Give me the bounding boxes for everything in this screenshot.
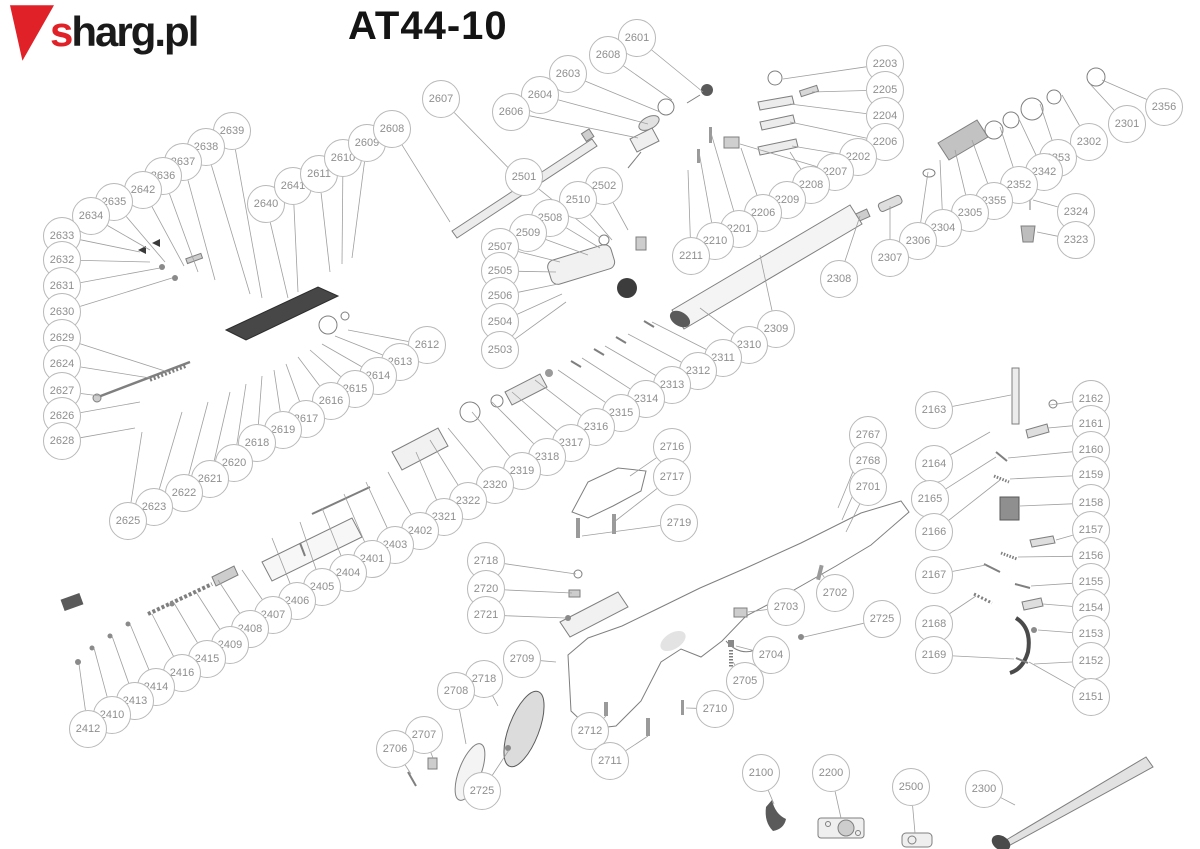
part-callout-2500[interactable]: 2500 [892,768,930,806]
part-callout-2306[interactable]: 2306 [899,222,937,260]
part-callout-2721[interactable]: 2721 [467,596,505,634]
part-callout-2701[interactable]: 2701 [849,468,887,506]
part-callout-2151[interactable]: 2151 [1072,678,1110,716]
part-callout-2725[interactable]: 2725 [463,772,501,810]
part-callout-2200[interactable]: 2200 [812,754,850,792]
part-callout-2166[interactable]: 2166 [915,513,953,551]
part-callout-2356[interactable]: 2356 [1145,88,1183,126]
part-callout-2703[interactable]: 2703 [767,588,805,626]
part-callout-2318[interactable]: 2318 [528,438,566,476]
part-callout-2100[interactable]: 2100 [742,754,780,792]
part-callout-2711[interactable]: 2711 [591,742,629,780]
part-callout-2601[interactable]: 2601 [618,19,656,57]
part-callout-2300[interactable]: 2300 [965,770,1003,808]
part-callout-2608[interactable]: 2608 [373,110,411,148]
logo-rest: harg.pl [71,8,199,55]
logo-text: sharg.pl [50,4,199,60]
part-callout-2165[interactable]: 2165 [911,480,949,518]
part-callout-2301[interactable]: 2301 [1108,105,1146,143]
sharg-logo[interactable]: sharg.pl [10,4,199,62]
logo-s: s [50,8,73,55]
part-callout-2412[interactable]: 2412 [69,710,107,748]
diagram-title: AT44-10 [348,4,508,48]
part-callout-2638[interactable]: 2638 [187,128,225,166]
part-callout-2719[interactable]: 2719 [660,504,698,542]
part-callout-2708[interactable]: 2708 [437,672,475,710]
part-callout-2401[interactable]: 2401 [353,540,391,578]
part-callout-2211[interactable]: 2211 [672,237,710,275]
part-callout-2169[interactable]: 2169 [915,636,953,674]
part-callout-2608[interactable]: 2608 [589,36,627,74]
parts-sketch [60,67,1154,849]
part-callout-2167[interactable]: 2167 [915,556,953,594]
part-callout-2725[interactable]: 2725 [863,600,901,638]
part-callout-2308[interactable]: 2308 [820,260,858,298]
part-callout-2503[interactable]: 2503 [481,331,519,369]
part-callout-2717[interactable]: 2717 [653,458,691,496]
part-callout-2618[interactable]: 2618 [238,424,276,462]
part-callout-2625[interactable]: 2625 [109,502,147,540]
part-callout-2709[interactable]: 2709 [503,640,541,678]
part-callout-2628[interactable]: 2628 [43,422,81,460]
part-callout-2710[interactable]: 2710 [696,690,734,728]
part-callout-2307[interactable]: 2307 [871,239,909,277]
part-callout-2163[interactable]: 2163 [915,391,953,429]
leader-lines [78,49,1147,834]
part-callout-2606[interactable]: 2606 [492,93,530,131]
part-callout-2312[interactable]: 2312 [679,352,717,390]
part-callout-2706[interactable]: 2706 [376,730,414,768]
part-callout-2501[interactable]: 2501 [505,158,543,196]
logo-triangle-icon [10,5,54,61]
part-callout-2152[interactable]: 2152 [1072,642,1110,680]
part-callout-2702[interactable]: 2702 [816,574,854,612]
part-callout-2705[interactable]: 2705 [726,662,764,700]
part-callout-2323[interactable]: 2323 [1057,221,1095,259]
part-callout-2607[interactable]: 2607 [422,80,460,118]
part-callout-2164[interactable]: 2164 [915,445,953,483]
